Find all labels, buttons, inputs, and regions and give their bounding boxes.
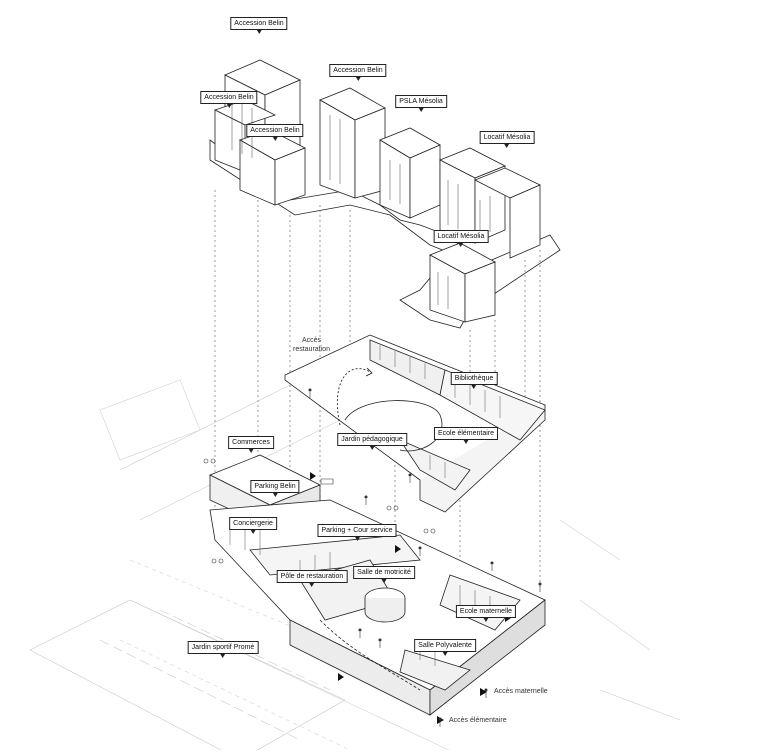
label-salle-polyvalente: Salle Polyvalente [414, 639, 476, 652]
label-locatif-mesolia-2: Locatif Mésolia [433, 230, 489, 243]
note-acces-maternelle: Accès maternelle [494, 688, 548, 695]
label-ecole-maternelle: Ecole maternelle [455, 605, 517, 618]
label-parking-cour-service: Parking + Cour service [317, 524, 397, 537]
label-accession-belin-1: Accession Belin [230, 17, 288, 30]
podium-level [284, 334, 546, 513]
label-conciergerie: Conciergerie [229, 517, 277, 530]
label-jardin-pedagogique: Jardin pédagogique [337, 433, 407, 446]
note-acces-restauration-line1: Accès [301, 337, 322, 344]
label-bibliotheque: Bibliothèque [450, 372, 498, 385]
upper-blocks [209, 59, 561, 329]
access-markers [310, 472, 511, 724]
podium-details [379, 345, 501, 478]
note-acces-elementaire: Accès élémentaire [449, 717, 507, 724]
note-acces-restauration-line2: restauration [293, 346, 330, 353]
label-accession-belin-3: Accession Belin [200, 91, 258, 104]
label-salle-motricite: Salle de motricité [353, 566, 415, 579]
label-commerces: Commerces [228, 436, 274, 449]
label-accession-belin-2: Accession Belin [329, 64, 387, 77]
label-accession-belin-4: Accession Belin [246, 124, 304, 137]
label-ecole-elementaire: Ecole élémentaire [433, 427, 499, 440]
label-pole-restauration: Pôle de restauration [276, 570, 348, 583]
access-arrow-restauration [336, 367, 373, 426]
note-acces-restauration: Accès restauration [293, 336, 330, 354]
label-locatif-mesolia-1: Locatif Mésolia [479, 131, 535, 144]
people-figures [308, 388, 542, 727]
label-parking-belin: Parking Belin [250, 480, 300, 493]
bike-icons [203, 458, 436, 564]
label-psla-mesolia: PSLA Mésolia [395, 95, 447, 108]
car-icon [320, 478, 334, 485]
label-jardin-sportif: Jardin sportif Promé [187, 641, 259, 654]
ground-level [209, 454, 546, 716]
